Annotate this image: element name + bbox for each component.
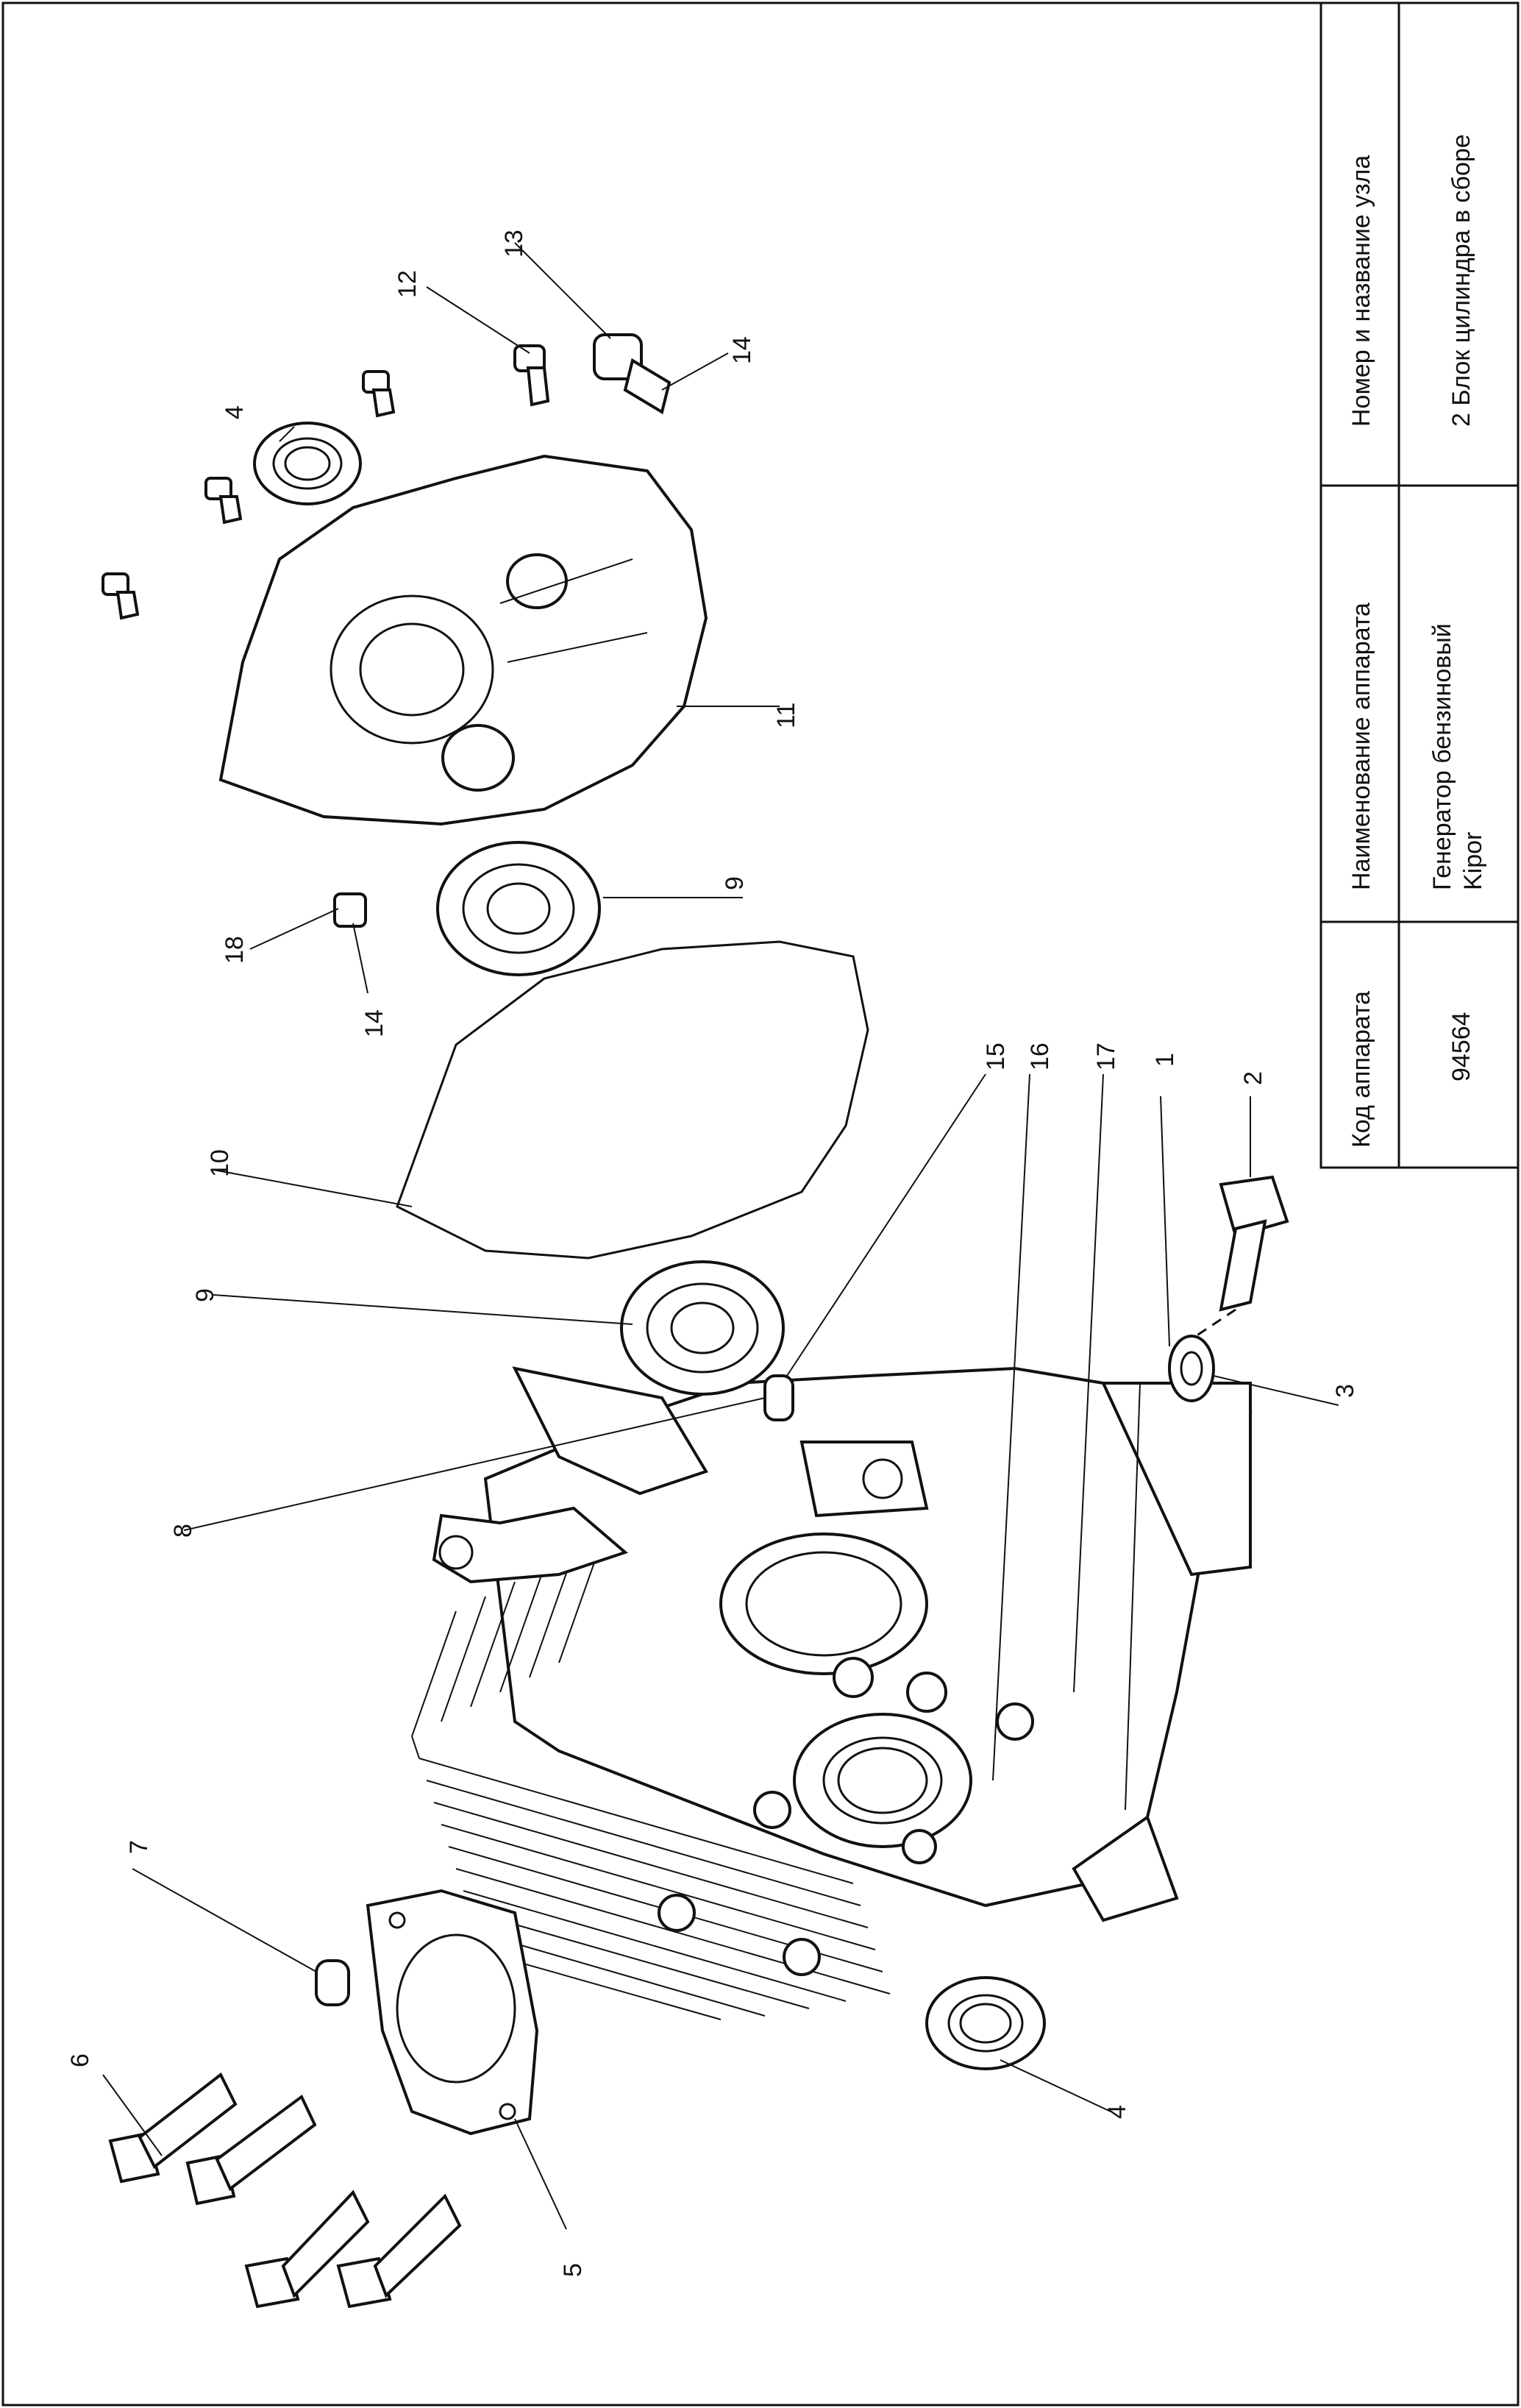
part-8-dowel	[763, 1374, 794, 1421]
part-12-bolt	[513, 344, 550, 407]
callout-18: 18	[221, 936, 249, 964]
part-10-cover-gasket	[396, 940, 869, 1260]
part-4-oil-seal-lower	[925, 1976, 1046, 2070]
callout-14-lower: 14	[360, 1009, 388, 1037]
title-col3-value: 2 Блок цилиндра в сборе	[1447, 134, 1475, 427]
part-2-bolt	[1191, 1175, 1289, 1340]
callout-8: 8	[169, 1524, 197, 1538]
callout-1: 1	[1151, 1053, 1179, 1067]
title-col1-value: 94564	[1447, 1012, 1475, 1082]
title-col2-value-line1: Генератор бензиновый	[1428, 623, 1456, 890]
part-18-nut	[333, 892, 367, 928]
callout-12: 12	[393, 270, 421, 298]
part-13-drain-plug	[593, 333, 672, 415]
callout-9-lower: 9	[191, 1288, 219, 1302]
callout-14-upper: 14	[728, 336, 756, 364]
callout-2: 2	[1239, 1071, 1267, 1085]
title-block: Номер и название узла 2 Блок цилиндра в …	[1319, 1, 1520, 1169]
callout-11: 11	[772, 703, 800, 728]
part-9-bearing-lower	[620, 1260, 785, 1396]
callout-9-upper: 9	[721, 876, 749, 890]
title-col2-value-line2: Kipor	[1459, 832, 1487, 890]
callout-4-upper: 4	[221, 405, 249, 419]
title-col1-header: Код аппарата	[1347, 991, 1375, 1148]
callout-3: 3	[1331, 1384, 1359, 1398]
part-5-head-gasket	[366, 1889, 539, 2136]
callout-17: 17	[1092, 1043, 1120, 1070]
part-9-bearing-upper	[436, 841, 601, 976]
callout-5: 5	[559, 2263, 587, 2277]
loose-small-bolts	[101, 370, 396, 620]
callout-6: 6	[66, 2053, 94, 2067]
part-3-washer	[1168, 1335, 1215, 1402]
callout-13: 13	[500, 230, 528, 258]
title-col2-header: Наименование аппарата	[1347, 603, 1375, 890]
callout-numbers: 1 2 3 4 4 5 6 7 8 9 9 10 11 12 13 14 14 …	[66, 230, 1359, 2277]
callout-16: 16	[1026, 1043, 1054, 1070]
callout-7: 7	[125, 1840, 153, 1854]
part-7-dowel-pin	[315, 1959, 350, 2006]
cylinder-block-body	[411, 1366, 1253, 2020]
callout-15: 15	[982, 1043, 1010, 1070]
part-6-head-bolts	[108, 2072, 462, 2309]
callout-10: 10	[206, 1149, 234, 1177]
leader-lines	[102, 242, 1339, 2230]
part-11-crankcase-cover	[218, 454, 708, 826]
callout-4-lower: 4	[1103, 2105, 1131, 2119]
part-4-oil-seal-upper	[253, 422, 362, 505]
title-col3-header: Номер и название узла	[1347, 155, 1375, 427]
